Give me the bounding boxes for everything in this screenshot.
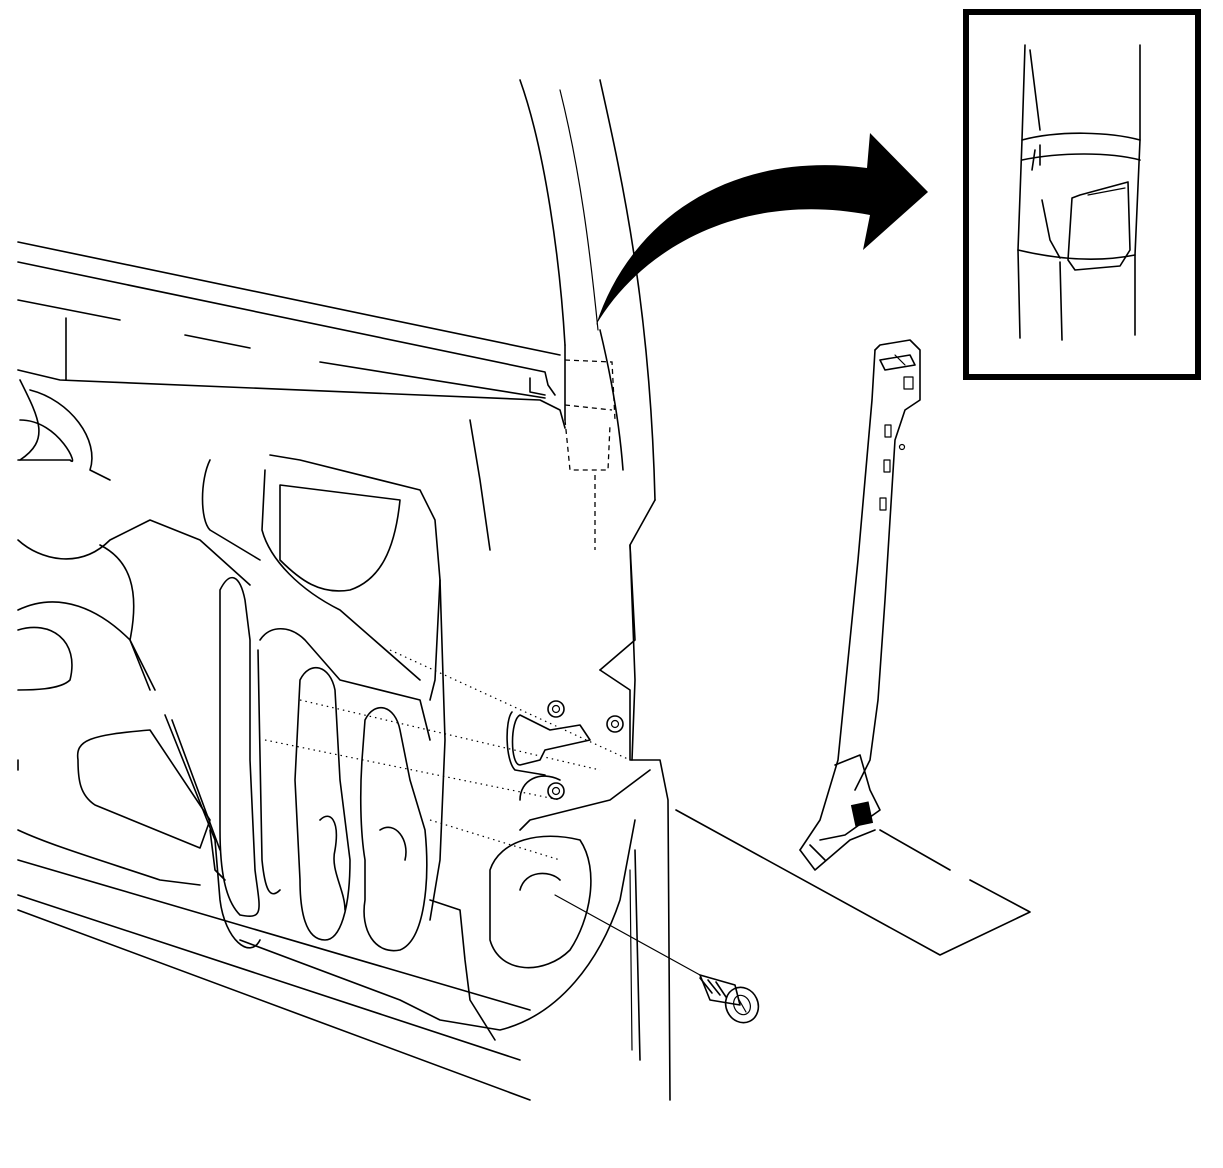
hidden-clip-outline — [564, 359, 616, 550]
detail-inset — [963, 9, 1201, 380]
detail-pillar-closeup — [1017, 44, 1141, 341]
latch-bracket — [506, 669, 671, 1101]
door-pillar — [469, 79, 656, 761]
door-pillar-trim-panel — [799, 339, 921, 871]
weld-nut-1 — [547, 700, 565, 718]
trim-screw — [554, 894, 760, 1024]
projection-plane — [675, 809, 1031, 956]
weld-nut-2 — [606, 715, 624, 733]
callout-arrow-icon — [596, 133, 928, 325]
inner-door-panel — [17, 379, 651, 1101]
weld-nut-3 — [547, 782, 565, 800]
door-upper-rails — [17, 241, 566, 429]
alignment-dotted-lines — [264, 649, 631, 861]
